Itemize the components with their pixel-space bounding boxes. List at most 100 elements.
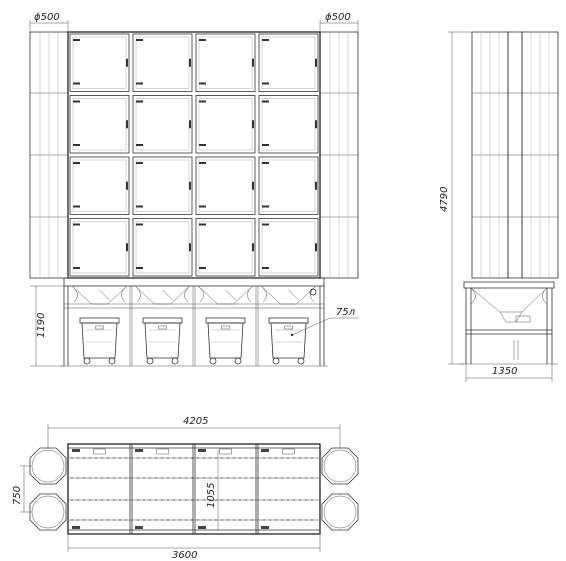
rivet-dot — [155, 499, 157, 501]
hopper-arc — [184, 285, 191, 303]
rivet-dot — [287, 519, 289, 521]
side-cylinders — [471, 31, 559, 279]
bin-lid — [205, 317, 246, 324]
rivet-dot — [161, 519, 163, 521]
rivet-dot — [233, 457, 235, 459]
top-hatch — [156, 448, 169, 455]
rivet-dot — [275, 499, 277, 501]
bin-lid — [268, 317, 309, 324]
wheel-icon — [297, 357, 305, 365]
rivet-dot — [173, 499, 175, 501]
rivet-dot — [161, 499, 163, 501]
rivet-dot — [83, 499, 85, 501]
dim-cyl-right-label: ϕ500 — [325, 12, 351, 23]
rivet-dot — [191, 477, 193, 479]
rivet-dot — [113, 499, 115, 501]
rivet-dot — [197, 477, 199, 479]
door-label-plate — [73, 82, 80, 85]
cabinet-cell — [195, 33, 256, 92]
top-label-plate — [198, 526, 206, 529]
dim-frame-length: 3600 — [67, 534, 321, 561]
door-label-plate — [262, 144, 269, 146]
rivet-dot — [221, 477, 223, 479]
rivet-dot — [221, 499, 223, 501]
rivet-dot — [281, 477, 283, 479]
cabinet-door — [258, 218, 319, 277]
door-handle-icon — [315, 58, 317, 67]
rivet-dot — [305, 457, 307, 459]
door-label-plate — [136, 100, 143, 103]
wheel-icon — [171, 357, 179, 365]
chute — [288, 289, 299, 301]
rivet-dot — [125, 477, 127, 479]
rivet-dot — [269, 519, 271, 521]
rivet-dot — [221, 519, 223, 521]
rivet-dot — [233, 477, 235, 479]
rivet-dot — [239, 457, 241, 459]
rivet-dot — [179, 477, 181, 479]
wheel-icon — [272, 357, 280, 365]
waste-bin-unit — [192, 285, 254, 366]
rivet-dot — [173, 477, 175, 479]
rivet-dot — [137, 499, 139, 501]
rivet-dot — [89, 519, 91, 521]
rivet-dot — [227, 457, 229, 459]
right-cylinder-stack — [319, 31, 359, 279]
door-panel — [72, 36, 127, 89]
door-label-plate — [262, 100, 269, 103]
rivet-dot — [215, 457, 217, 459]
chute — [162, 289, 173, 301]
door-label-plate — [199, 205, 206, 208]
front-view: ϕ500 ϕ500 1190 75л — [29, 12, 359, 367]
rivet-dot — [263, 457, 265, 459]
rivet-dot — [293, 499, 295, 501]
rivet-dot — [173, 519, 175, 521]
cabinet-door — [69, 95, 130, 154]
bin-handle — [95, 325, 104, 330]
rivet-dot — [185, 499, 187, 501]
chute — [99, 289, 110, 301]
door-handle-icon — [252, 181, 254, 190]
dim-cyl-left: ϕ500 — [29, 12, 69, 32]
rivet-dot — [263, 499, 265, 501]
rivet-dot — [113, 457, 115, 459]
cabinet-door — [195, 95, 256, 154]
rivet-dot — [167, 519, 169, 521]
rivet-dot — [95, 499, 97, 501]
bin-volume-label: 75л — [336, 307, 356, 318]
rivet-dot — [173, 457, 175, 459]
rivet-dot — [77, 457, 79, 459]
rivet-dot — [233, 519, 235, 521]
bin-body — [270, 322, 307, 359]
cabinet-cell — [195, 218, 256, 277]
rivet-dot — [107, 477, 109, 479]
rivet-dot — [227, 499, 229, 501]
door-label-plate — [199, 82, 206, 85]
rivet-dot — [245, 499, 247, 501]
door-panel — [261, 36, 316, 89]
cabinet-cell — [69, 218, 130, 277]
door-handle-icon — [126, 120, 128, 129]
door-label-plate — [199, 162, 206, 164]
rivet-dot — [287, 457, 289, 459]
dim-frame-height-label: 1190 — [36, 313, 47, 338]
rivet-dot — [305, 477, 307, 479]
hopper — [71, 285, 128, 305]
rivet-dot — [203, 477, 205, 479]
rivet-dot — [197, 519, 199, 521]
left-cylinder-stack — [29, 31, 69, 279]
wheel-icon — [209, 357, 217, 365]
door-label-plate — [262, 223, 269, 226]
cabinet-door — [69, 33, 130, 92]
side-frame — [460, 281, 558, 365]
rivet-dot — [311, 499, 313, 501]
rivet-dot — [119, 457, 121, 459]
cabinet-door — [69, 218, 130, 277]
rivet-dot — [245, 519, 247, 521]
rivet-dot — [143, 457, 145, 459]
rivet-dot — [161, 457, 163, 459]
top-label-plate — [72, 526, 80, 529]
wheel-icon — [146, 357, 154, 365]
door-panel — [261, 221, 316, 274]
cabinet-cell — [132, 218, 193, 277]
